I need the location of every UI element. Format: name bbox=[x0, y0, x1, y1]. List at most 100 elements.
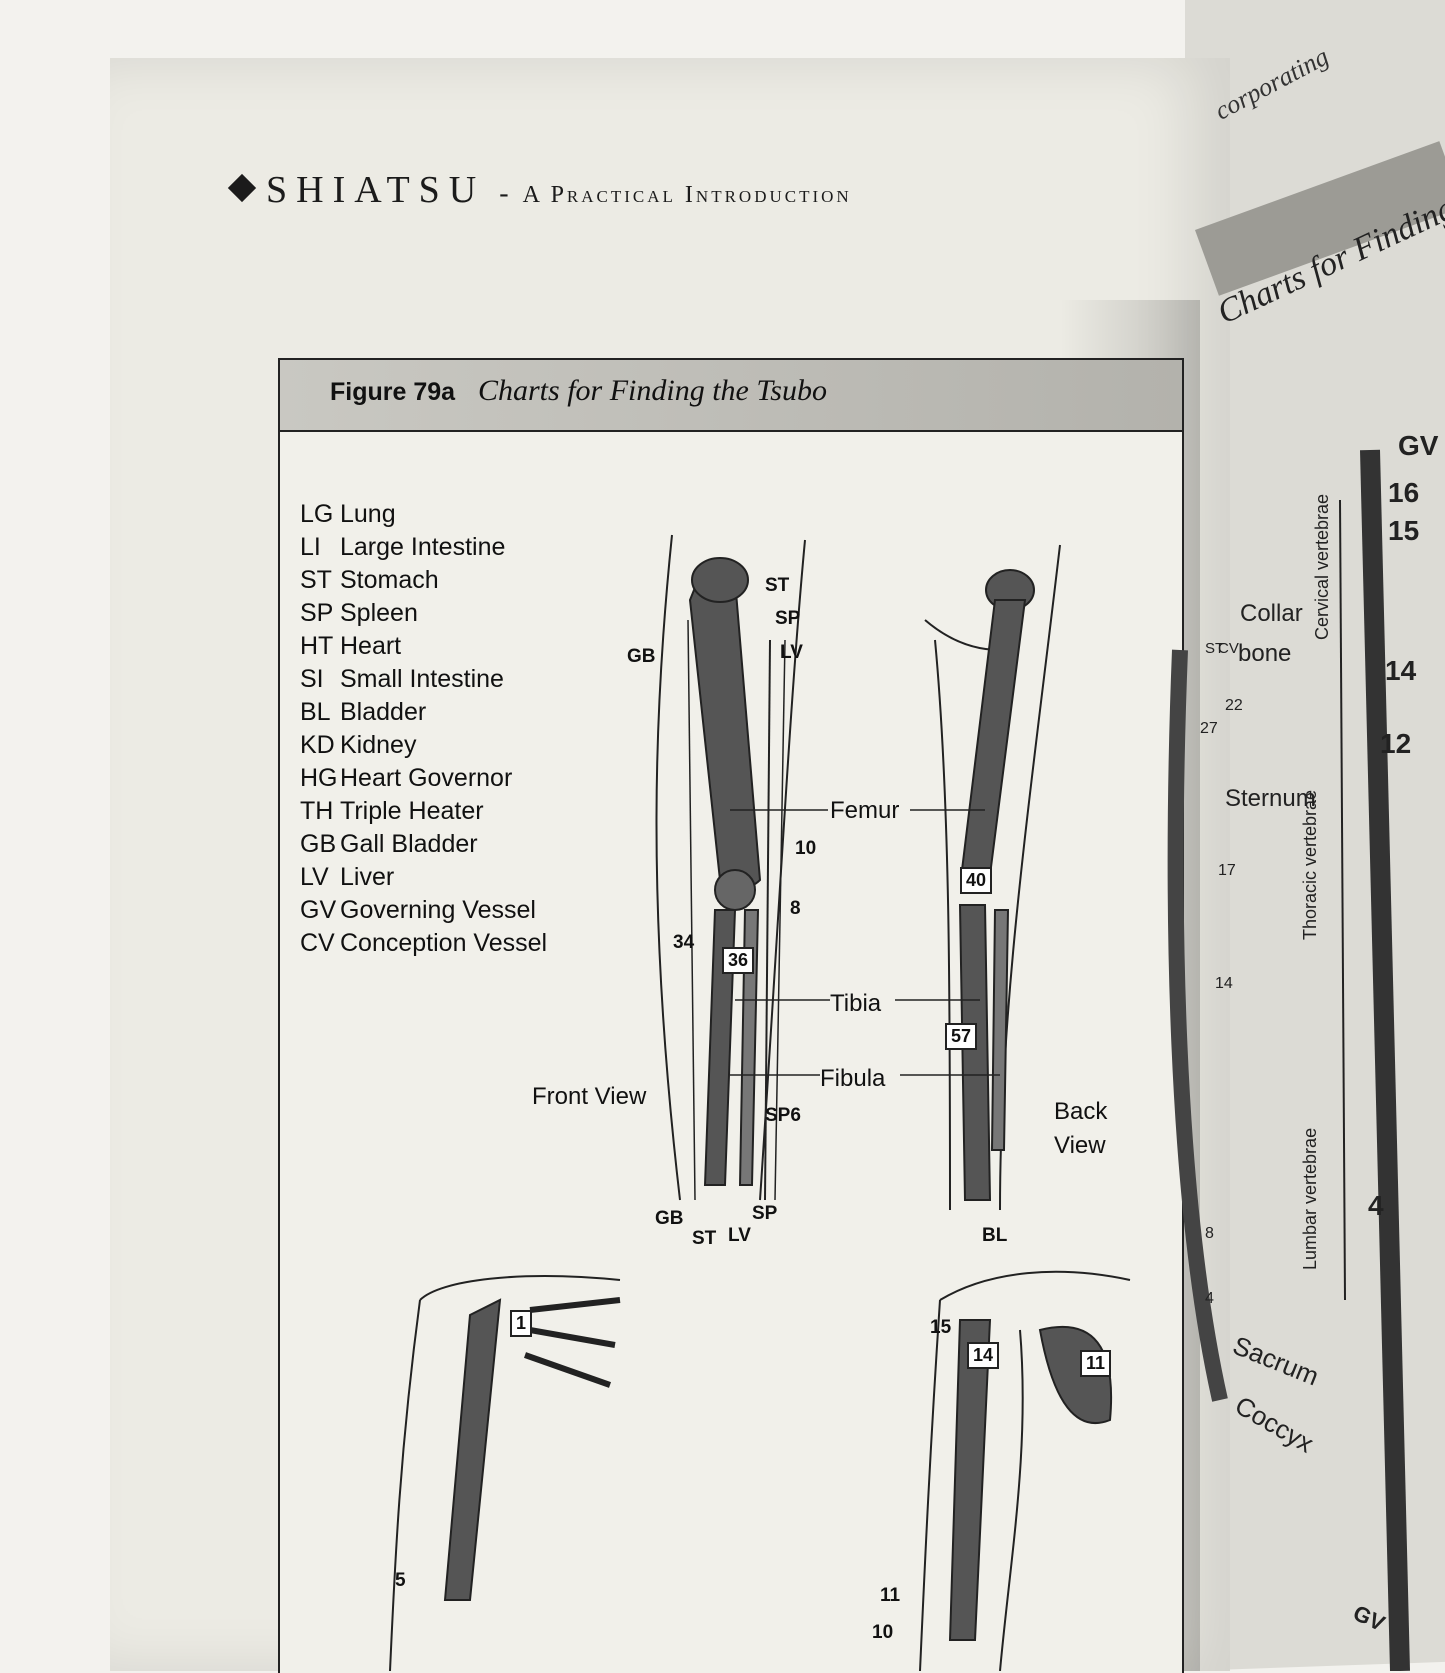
label-st-top: ST bbox=[765, 575, 790, 596]
right-sternum: Sternum bbox=[1225, 785, 1316, 812]
label-57: 57 bbox=[945, 1023, 978, 1050]
right-bone: bone bbox=[1238, 640, 1292, 667]
front-view-label: Front View bbox=[532, 1083, 647, 1110]
legend-abbr: GB bbox=[300, 830, 337, 858]
right-4: 4 bbox=[1368, 1190, 1384, 1221]
legend-name: Lung bbox=[340, 500, 396, 528]
right-14: 14 bbox=[1385, 655, 1417, 686]
legend-abbr: SI bbox=[300, 665, 324, 693]
right-8: 8 bbox=[1205, 1225, 1214, 1242]
legend-name: Triple Heater bbox=[340, 797, 484, 825]
label-8: 8 bbox=[790, 898, 801, 919]
legend-abbr: BL bbox=[300, 698, 331, 726]
back-view-line-1: Back bbox=[1054, 1098, 1108, 1125]
legend-abbr: SP bbox=[300, 599, 334, 627]
legend-abbr: HT bbox=[300, 632, 334, 660]
legend-abbr: GV bbox=[300, 896, 337, 924]
figure-caption: Charts for Finding the Tsubo bbox=[478, 374, 827, 407]
book-subtitle: A Practical Introduction bbox=[522, 182, 852, 208]
back-view-line-2: View bbox=[1054, 1132, 1106, 1159]
legend-name: Bladder bbox=[340, 698, 427, 726]
legend-item: SI Small Intestine bbox=[300, 665, 547, 698]
right-15: 15 bbox=[1388, 515, 1420, 546]
label-10: 10 bbox=[795, 838, 817, 859]
back-view-label: Back View bbox=[1054, 1095, 1107, 1163]
label-arm-11: 11 bbox=[1080, 1350, 1112, 1377]
label-st-bottom: ST bbox=[692, 1228, 717, 1249]
label-tibia: Tibia bbox=[830, 990, 882, 1017]
right-thoracic: Thoracic vertebrae bbox=[1300, 789, 1320, 940]
label-arm-11b: 11 bbox=[880, 1585, 901, 1606]
legend-abbr: LG bbox=[300, 500, 334, 528]
label-lv-bottom: LV bbox=[728, 1225, 751, 1246]
running-head: SHIATSU-A Practical Introduction bbox=[227, 168, 852, 212]
label-36: 36 bbox=[722, 947, 755, 974]
label-fibula: Fibula bbox=[820, 1065, 886, 1092]
legend-name: Liver bbox=[340, 863, 395, 891]
legend-name: Small Intestine bbox=[340, 665, 504, 693]
legend-name: Governing Vessel bbox=[340, 896, 536, 924]
legend-name: Heart bbox=[340, 632, 402, 660]
legend-name: Heart Governor bbox=[340, 764, 513, 792]
label-34: 34 bbox=[673, 932, 695, 953]
right-17: 17 bbox=[1218, 862, 1236, 879]
figure-label: Figure 79a bbox=[330, 378, 456, 406]
right-cv: CV bbox=[1218, 640, 1239, 657]
legend-abbr: KD bbox=[300, 731, 335, 759]
right-gv: GV bbox=[1398, 430, 1439, 461]
right-16: 16 bbox=[1388, 477, 1420, 508]
legend-name: Spleen bbox=[340, 599, 418, 627]
right-lumbar: Lumbar vertebrae bbox=[1300, 1127, 1320, 1270]
label-bl: BL bbox=[982, 1225, 1008, 1246]
label-arm-14: 14 bbox=[967, 1342, 1000, 1369]
label-gb-bottom: GB bbox=[655, 1208, 684, 1229]
right-14b: 14 bbox=[1215, 975, 1233, 992]
label-arm-1: 1 bbox=[510, 1310, 533, 1337]
right-22: 22 bbox=[1225, 697, 1243, 714]
label-lv-top: LV bbox=[780, 642, 803, 663]
right-st: ST bbox=[1205, 640, 1225, 657]
legend-abbr: CV bbox=[300, 929, 335, 957]
label-sp6: SP6 bbox=[765, 1105, 801, 1126]
legend-abbr: ST bbox=[300, 566, 332, 594]
legend-name: Large Intestine bbox=[340, 533, 506, 561]
right-collar: Collar bbox=[1240, 600, 1303, 627]
head-separator: - bbox=[499, 178, 509, 209]
legend-item: ST Stomach bbox=[300, 566, 547, 599]
label-femur: Femur bbox=[830, 797, 900, 824]
label-arm-15: 15 bbox=[930, 1317, 952, 1338]
legend-abbr: TH bbox=[300, 797, 334, 825]
legend-name: Gall Bladder bbox=[340, 830, 478, 858]
right-cervical: Cervical vertebrae bbox=[1312, 493, 1332, 640]
figure-header: Figure 79a Charts for Finding the Tsubo bbox=[280, 360, 1182, 432]
right-27: 27 bbox=[1200, 720, 1218, 737]
label-arm-5: 5 bbox=[395, 1570, 406, 1591]
label-40: 40 bbox=[960, 867, 993, 894]
label-sp-bottom: SP bbox=[752, 1203, 778, 1224]
legend-abbr: LV bbox=[300, 863, 329, 891]
legend-item: LV Liver bbox=[300, 863, 547, 896]
label-arm-10b: 10 bbox=[872, 1622, 894, 1643]
label-sp-top: SP bbox=[775, 608, 801, 629]
right-12: 12 bbox=[1380, 728, 1412, 759]
legend-item: BL Bladder bbox=[300, 698, 547, 731]
legend-name: Stomach bbox=[340, 566, 439, 594]
legend-abbr: HG bbox=[300, 764, 338, 792]
legend-name: Conception Vessel bbox=[340, 929, 548, 957]
label-gb-top: GB bbox=[627, 646, 656, 667]
legend-name: Kidney bbox=[340, 731, 417, 759]
right-4b: 4 bbox=[1205, 1290, 1214, 1307]
book-title: SHIATSU bbox=[266, 169, 486, 211]
